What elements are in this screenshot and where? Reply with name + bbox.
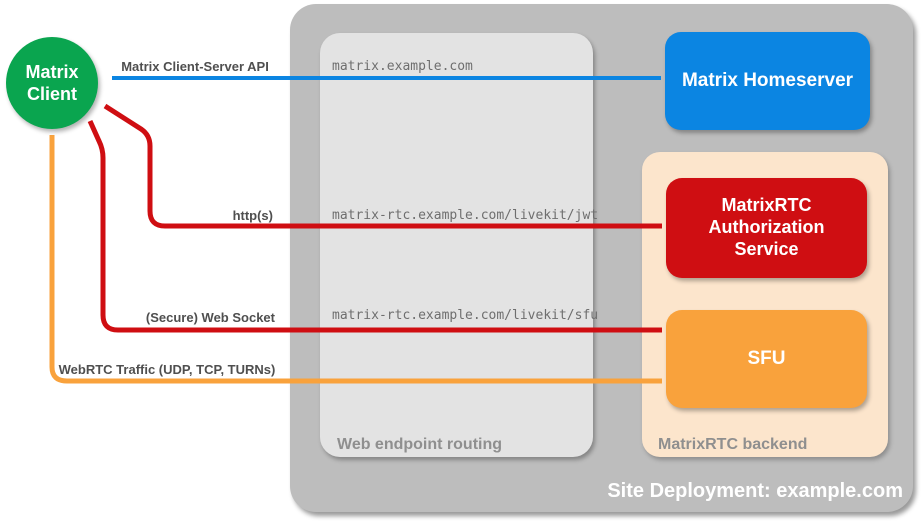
endpoint-matrix-example-com: matrix.example.com <box>332 59 473 74</box>
endpoint-livekit-sfu: matrix-rtc.example.com/livekit/sfu <box>332 308 599 323</box>
client-server-api-arrow-label: Matrix Client-Server API <box>121 59 269 74</box>
web-endpoint-routing-panel <box>320 33 593 457</box>
matrixrtc-authorization-service-node: MatrixRTC Authorization Service <box>666 178 867 278</box>
web-endpoint-routing-label: Web endpoint routing <box>337 436 503 453</box>
matrixrtc-backend-label: MatrixRTC backend <box>658 436 808 453</box>
web-socket-arrow-label: (Secure) Web Socket <box>145 310 275 325</box>
matrix-client-node: Matrix Client <box>6 37 98 129</box>
endpoint-livekit-jwt: matrix-rtc.example.com/livekit/jwt <box>332 208 599 223</box>
matrix-homeserver-node: Matrix Homeserver <box>665 32 870 130</box>
deployment-title: Site Deployment: example.com <box>607 480 903 502</box>
https-arrow-label: http(s) <box>232 208 273 223</box>
sfu-node: SFU <box>666 310 867 408</box>
webrtc-traffic-arrow-label: WebRTC Traffic (UDP, TCP, TURNs) <box>58 362 276 377</box>
